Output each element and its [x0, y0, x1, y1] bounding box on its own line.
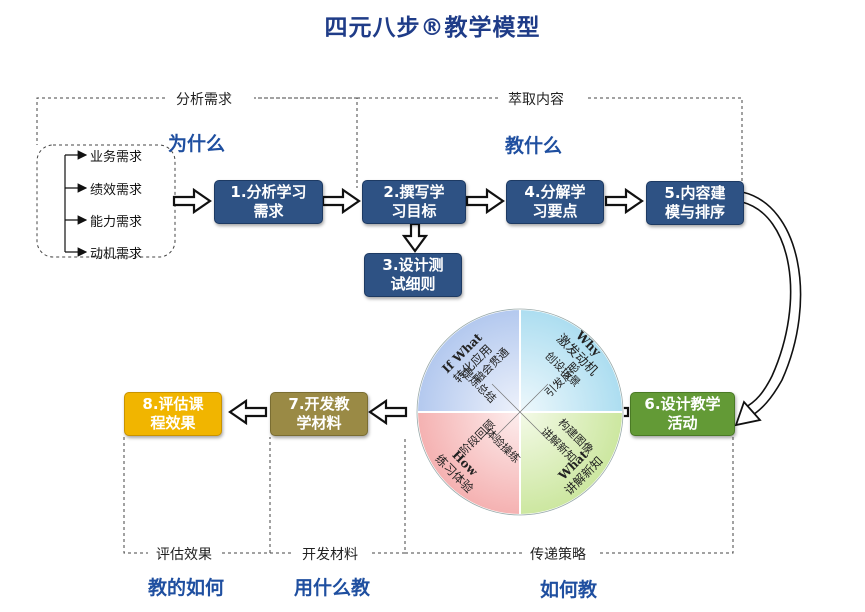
strategy-wheel: Why 激发动机 创设场景 引发反思 构建图像 讲解新知 What 讲解新知 阶… — [415, 307, 625, 517]
step-8-line2: 程效果 — [150, 414, 196, 432]
step-6-line1: 6.设计教学 — [644, 395, 721, 413]
step-2-line2: 习目标 — [391, 202, 437, 220]
develop-section-frame — [270, 437, 406, 554]
page-title: 四元八步®教学模型 — [324, 15, 541, 41]
analyze-section-frame — [36, 97, 358, 188]
arrow-2-to-4 — [465, 187, 505, 215]
section-label-evaluate: 评估效果 — [150, 544, 218, 564]
step-8-line1: 8.评估课 — [142, 395, 204, 413]
need-item: 能力需求 — [90, 215, 143, 230]
arrow-wheel-to-7 — [368, 398, 408, 426]
need-item: 业务需求 — [90, 150, 143, 165]
step-7-line1: 7.开发教 — [288, 395, 350, 413]
step-2-box: 2.撰写学习目标 — [362, 180, 466, 224]
step-8-box: 8.评估课程效果 — [124, 392, 222, 436]
question-how-evaluate: 教的如何 — [148, 577, 225, 599]
step-5-line2: 模与排序 — [664, 203, 725, 221]
step-2-line1: 2.撰写学 — [383, 183, 445, 201]
arrow-5-to-6 — [741, 191, 802, 419]
extract-section-frame — [357, 97, 743, 182]
question-how-teach: 如何教 — [540, 579, 598, 601]
arrow-7-to-8 — [228, 398, 268, 426]
step-3-box: 3.设计测试细则 — [364, 253, 462, 297]
arrow-2-to-3 — [401, 222, 429, 253]
step-5-line1: 5.内容建 — [664, 184, 726, 202]
section-label-analyze: 分析需求 — [170, 89, 238, 109]
step-1-box: 1.分析学习需求 — [214, 180, 323, 224]
step-5-box: 5.内容建模与排序 — [646, 181, 744, 225]
step-4-box: 4.分解学习要点 — [506, 180, 604, 224]
arrow-needs-to-1 — [172, 187, 212, 215]
evaluate-section-frame — [123, 437, 271, 554]
step-3-line2: 试细则 — [390, 275, 436, 293]
step-3-line1: 3.设计测 — [382, 256, 444, 274]
question-what-use: 用什么教 — [294, 577, 371, 599]
question-why: 为什么 — [168, 133, 226, 155]
section-label-develop: 开发材料 — [296, 544, 364, 564]
step-6-line2: 活动 — [667, 414, 698, 432]
arrow-1-to-2 — [321, 187, 361, 215]
arrow-4-to-5 — [604, 187, 644, 215]
need-item: 动机需求 — [90, 247, 143, 262]
section-label-extract: 萃取内容 — [502, 89, 570, 109]
section-label-deliver: 传递策略 — [524, 544, 592, 564]
step-6-box: 6.设计教学活动 — [630, 392, 735, 436]
question-what: 教什么 — [505, 135, 563, 157]
deliver-section-frame — [405, 437, 734, 554]
step-1-line2: 需求 — [253, 202, 284, 220]
step-7-line2: 学材料 — [296, 414, 342, 432]
step-4-line2: 习要点 — [532, 202, 578, 220]
step-7-box: 7.开发教学材料 — [270, 392, 368, 436]
step-1-line1: 1.分析学习 — [230, 183, 307, 201]
need-item: 绩效需求 — [90, 183, 143, 198]
step-4-line1: 4.分解学 — [524, 183, 586, 201]
